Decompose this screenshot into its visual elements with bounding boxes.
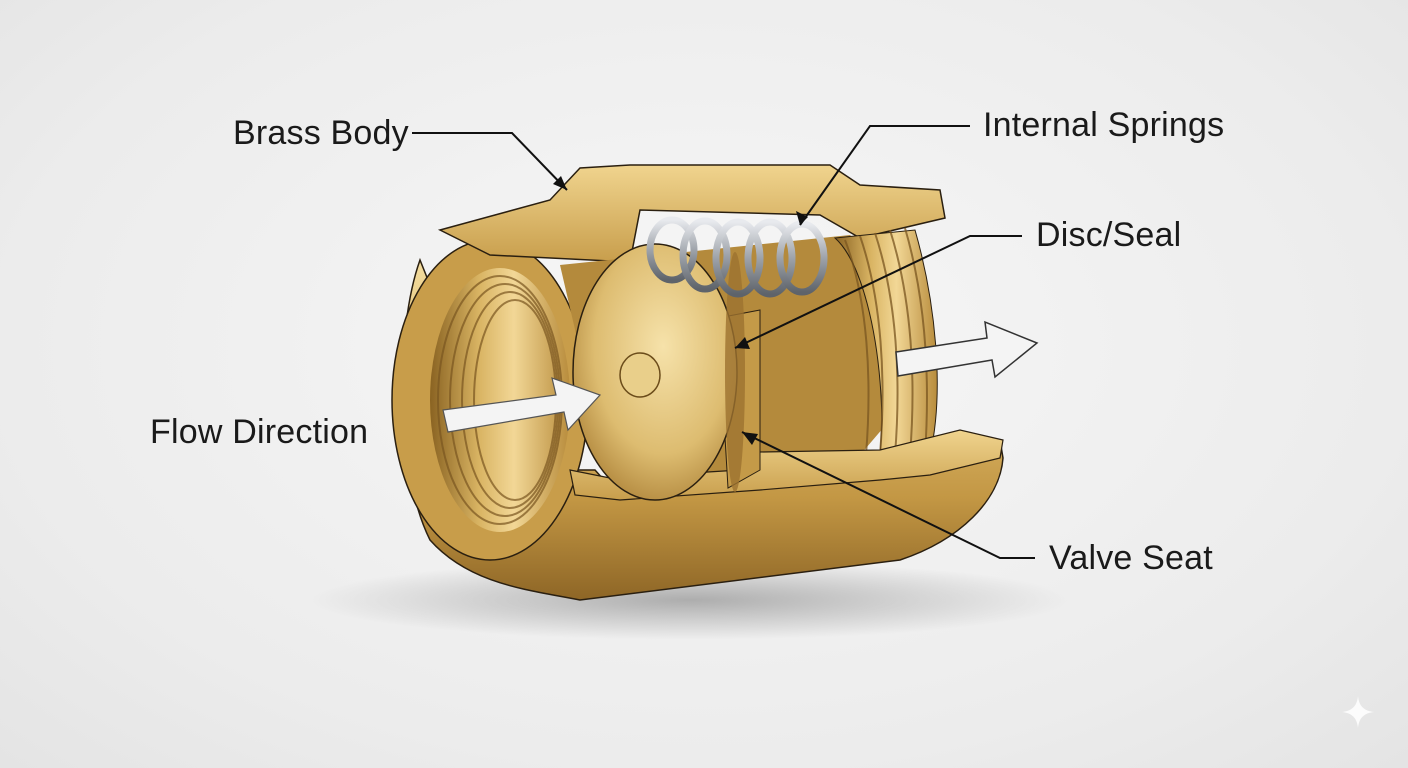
leader-brass-body (412, 132, 568, 191)
flow-arrow-inlet-icon (442, 377, 602, 433)
label-internal-springs: Internal Springs (983, 106, 1225, 144)
label-flow-direction: Flow Direction (150, 413, 369, 451)
leader-arrowheads (553, 176, 808, 445)
label-disc-seal: Disc/Seal (1036, 216, 1182, 254)
flow-arrow-outlet-icon (895, 320, 1039, 379)
leader-valve-seat (741, 431, 1035, 559)
disc-center-boss (619, 352, 661, 398)
disc-edge (725, 252, 745, 492)
leader-lines (412, 125, 1035, 559)
label-brass-body: Brass Body (233, 114, 409, 152)
label-valve-seat: Valve Seat (1049, 539, 1213, 577)
sparkle-icon (1342, 696, 1374, 728)
leader-internal-springs (799, 125, 970, 226)
internal-spring (646, 216, 828, 298)
left-bore (430, 268, 570, 532)
right-threads (844, 227, 928, 456)
leader-disc-seal (734, 235, 1022, 349)
